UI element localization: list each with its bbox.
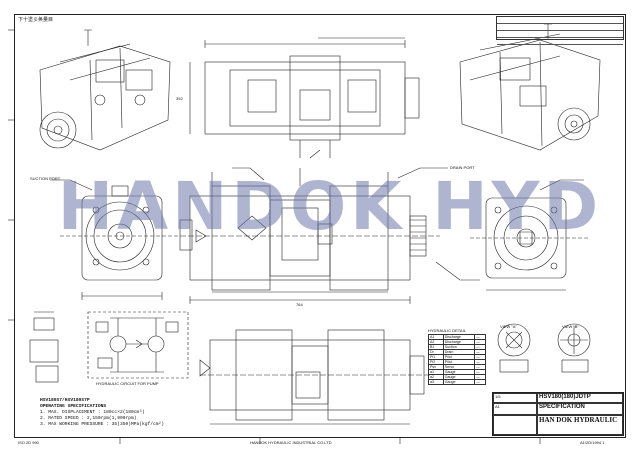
corner-brand: 下十塗彡奂量目 [18, 17, 54, 23]
port-table-cell: — [474, 379, 486, 385]
top-view [189, 37, 420, 159]
drawing-frame [14, 14, 626, 438]
left-end-view [60, 185, 180, 300]
port-table-cell: a3 [428, 379, 444, 385]
title-block-blank [493, 415, 537, 435]
callout-drain: DRAIN PORT [450, 165, 475, 170]
document-title: SPECIFICATION [537, 403, 623, 415]
dimension-main: 764 [296, 302, 303, 307]
footer-left: ISO 2D 990 [18, 440, 39, 445]
port-table-title: HYDRAULIC DETAIL [428, 328, 466, 333]
detail-small-left [29, 311, 59, 383]
callout-suction: SUCTION PORT [30, 176, 61, 181]
title-block-sheet: A1 [493, 403, 537, 415]
revision-block [496, 16, 624, 45]
revision-row [497, 38, 623, 45]
title-block-scale: 1/5 [493, 393, 537, 403]
view-a-label: VIEW "A" [500, 324, 517, 329]
spec-line: 1. MAX. DISPLACEMENT : 180cc×2(180cm³) [40, 410, 145, 415]
iso-view-right [459, 23, 601, 151]
footer-right: A1/2D/1994 1 [580, 440, 605, 445]
port-table-cell: Gauge [442, 379, 476, 385]
revision-row [497, 17, 623, 24]
front-view [179, 168, 440, 304]
right-end-view [470, 179, 590, 291]
detail-views-right [497, 323, 591, 373]
footer-center: HANDOK HYDRAULIC INDUSTRIAL CO.LTD [250, 440, 332, 445]
company-name: HAN DOK HYDRAULIC [537, 415, 623, 435]
revision-row [497, 31, 623, 38]
bottom-view [199, 329, 430, 425]
operating-specifications: HSV180S7/HSV180S7P OPERATING SPECIFICATI… [40, 398, 164, 428]
iso-view-left [39, 29, 171, 151]
revision-row [497, 24, 623, 31]
spec-title: OPERATING SPECIFICATIONS [40, 404, 107, 409]
title-block: 1/5 HSV180(180)JDTP A1 SPECIFICATION HAN… [492, 392, 624, 436]
view-b-label: VIEW "B" [562, 324, 579, 329]
dimension-height: 392 [176, 96, 183, 101]
spec-line: 2. RATED SPEED : 2,150rpm(1,900rpm) [40, 416, 137, 421]
hydraulic-circuit [87, 311, 189, 379]
spec-model: HSV180S7/HSV180S7P [40, 398, 90, 403]
circuit-title: HYDRAULIC CIRCUIT FOR PUMP [96, 381, 159, 386]
model-number: HSV180(180)JDTP [537, 393, 623, 403]
spec-line: 3. MAX WORKING PRESSURE : 35(350)MPa(kgf… [40, 422, 165, 427]
